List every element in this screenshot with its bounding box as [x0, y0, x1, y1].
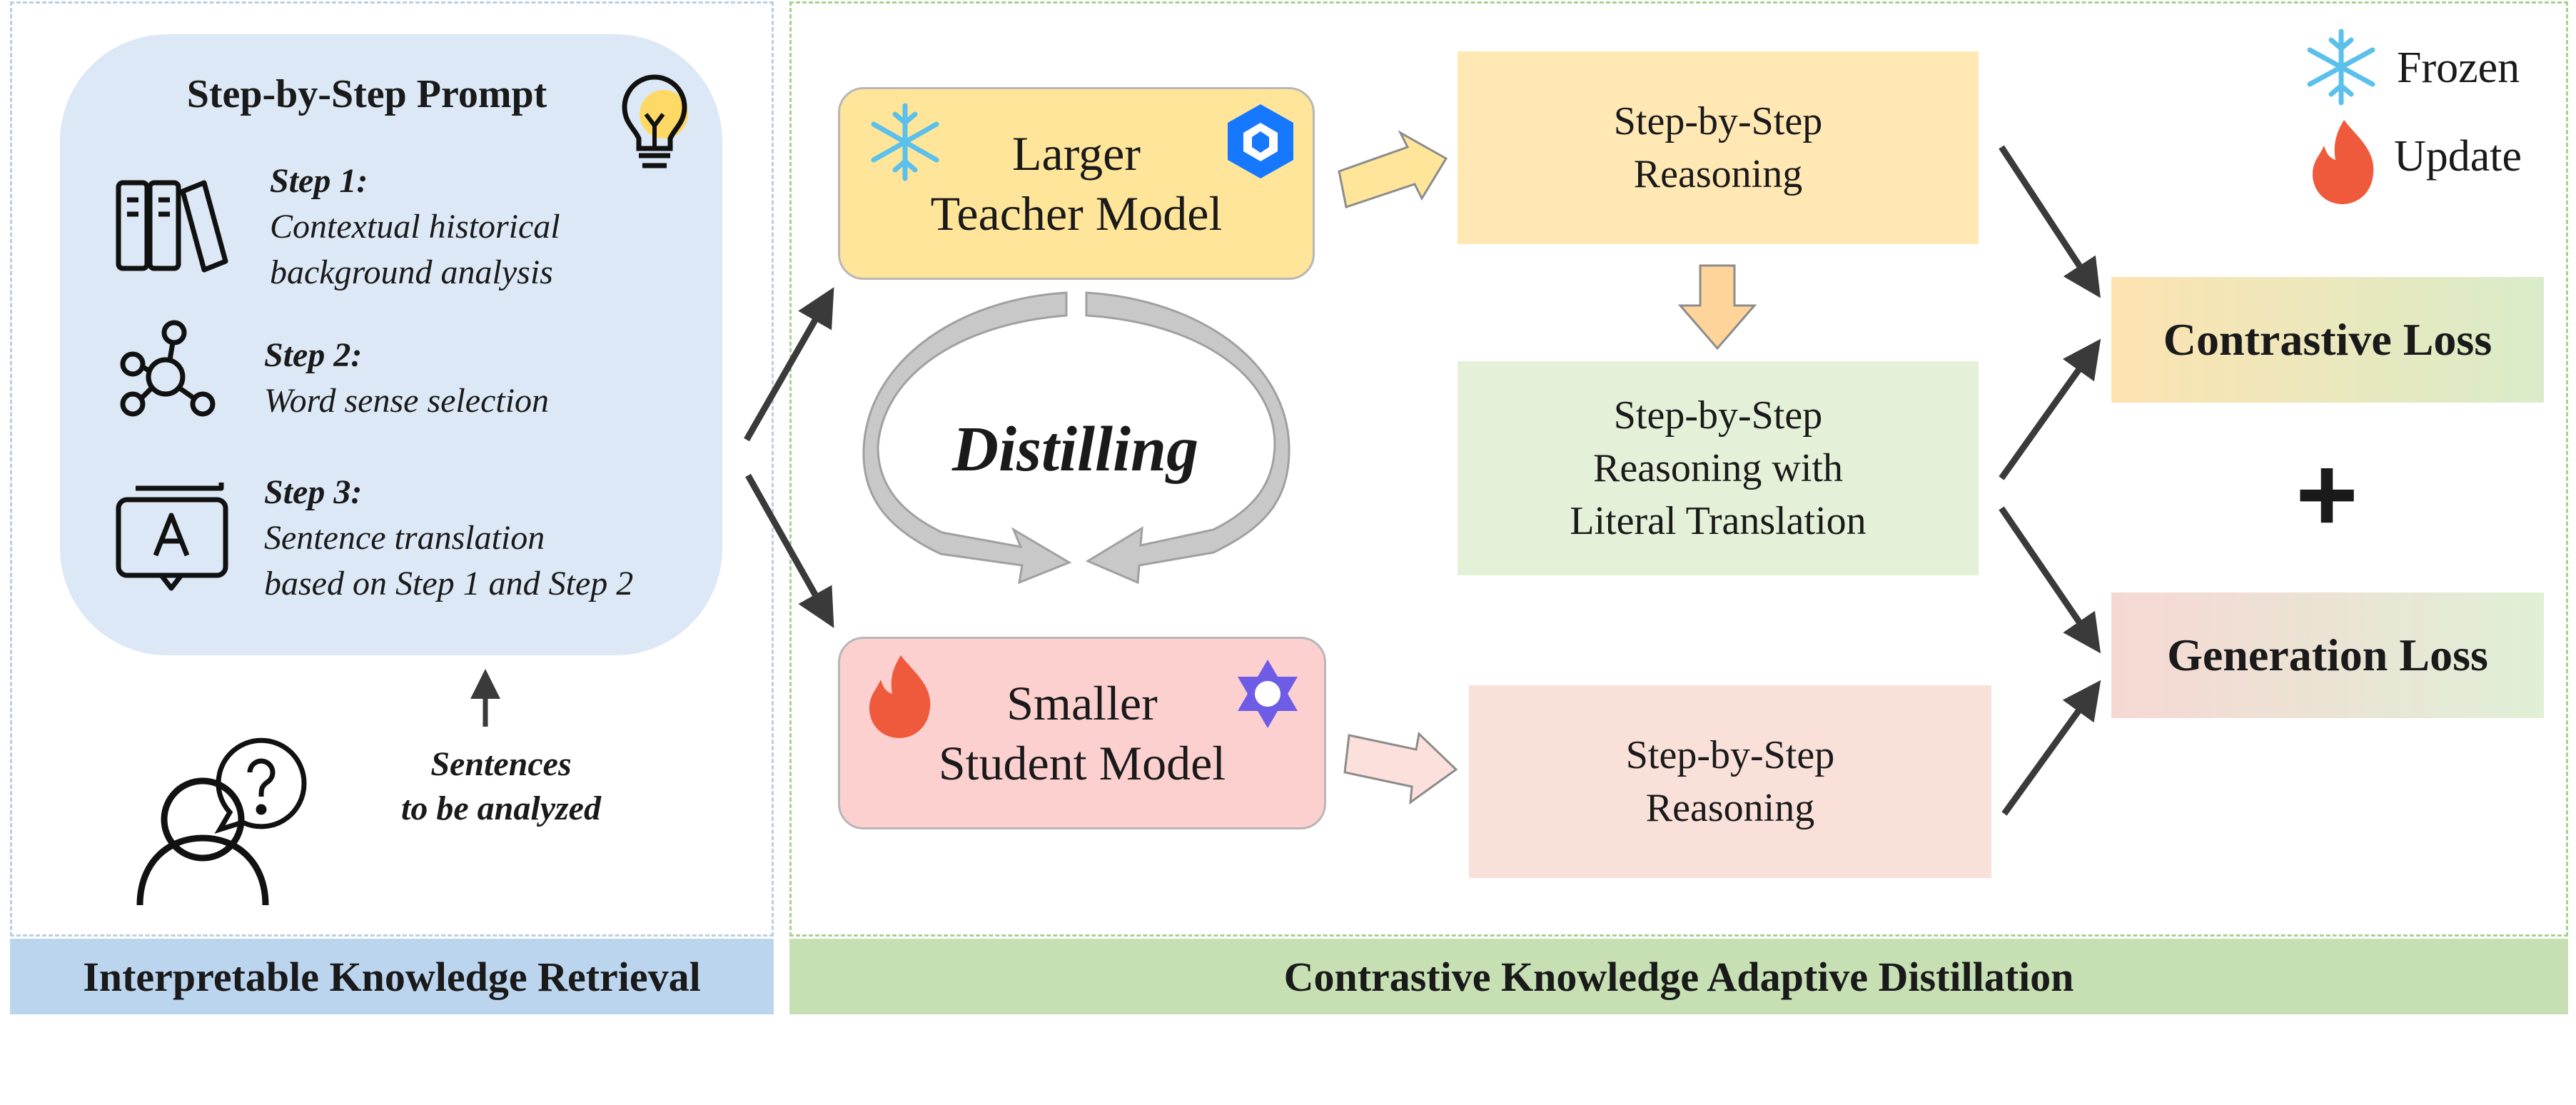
teacher-line-2: Teacher Model [930, 186, 1223, 241]
legend-update-label: Update [2394, 132, 2522, 181]
student-reasoning-line-1: Step-by-Step [1625, 733, 1835, 777]
teacher-reasoning-box: Step-by-Step Reasoning [1458, 51, 1979, 244]
literal-to-contrastive-arrow [1999, 338, 2101, 480]
teacher-to-reasoning-arrow [1338, 130, 1448, 208]
books-icon [116, 180, 228, 273]
lightbulb-icon [622, 74, 688, 168]
translate-icon [116, 483, 228, 591]
retrieval-footer: Interpretable Knowledge Retrieval [10, 939, 774, 1014]
distillation-footer: Contrastive Knowledge Adaptive Distillat… [789, 939, 2568, 1014]
literal-reasoning-line-1: Step-by-Step [1613, 393, 1823, 438]
query-line-1: Sentences [430, 745, 572, 783]
literal-reasoning-line-3: Literal Translation [1570, 499, 1867, 543]
step-1-title: Step 1: [270, 162, 368, 200]
literal-reasoning-box: Step-by-Step Reasoning with Literal Tran… [1458, 361, 1979, 575]
student-model-box: Smaller Student Model [838, 637, 1326, 829]
literal-to-generation-arrow [1999, 506, 2101, 654]
to-teacher-arrow [744, 287, 834, 442]
distilling-label: Distilling [952, 414, 1199, 485]
legend-fire-icon [2313, 120, 2374, 204]
step-2-title: Step 2: [264, 336, 363, 374]
step-3-line-1: Sentence translation [264, 519, 545, 557]
student-line-2: Student Model [938, 736, 1226, 790]
reasoning-down-arrow [1677, 264, 1757, 350]
fire-icon [869, 655, 931, 738]
teacher-model-logo-icon [1228, 104, 1293, 178]
distilling-cycle-icon [862, 291, 1290, 585]
plus-sign: + [2295, 434, 2358, 554]
step-2-line-1: Word sense selection [264, 382, 550, 420]
query-line-2: to be analyzed [401, 789, 601, 827]
literal-reasoning-line-2: Reasoning with [1593, 446, 1843, 490]
contrastive-loss-box: Contrastive Loss [2111, 277, 2544, 403]
student-reasoning-to-generation-arrow [2001, 680, 2101, 816]
student-model-logo-icon [1238, 660, 1298, 728]
retrieval-panel-border [10, 1, 774, 937]
question-bubble-icon [214, 737, 307, 834]
to-student-arrow [745, 473, 834, 628]
legend-frozen-label: Frozen [2397, 44, 2520, 92]
student-line-1: Smaller [1006, 676, 1158, 730]
reasoning-to-contrastive-arrow [1999, 145, 2101, 298]
teacher-reasoning-line-2: Reasoning [1633, 152, 1803, 196]
prompt-title: Step-by-Step Prompt [186, 72, 547, 116]
student-reasoning-box: Step-by-Step Reasoning [1469, 685, 1991, 878]
query-label: Sentences to be analyzed [373, 742, 630, 831]
snowflake-icon [871, 103, 939, 181]
student-reasoning-line-2: Reasoning [1645, 786, 1815, 830]
teacher-line-1: Larger [1012, 126, 1141, 181]
teacher-reasoning-line-1: Step-by-Step [1613, 99, 1823, 143]
step-3-title: Step 3: [264, 473, 363, 511]
network-icon [120, 320, 216, 417]
user-icon [136, 777, 269, 906]
distillation-panel-border [789, 1, 2568, 937]
generation-loss-box: Generation Loss [2111, 592, 2544, 718]
legend-snowflake-icon [2307, 29, 2375, 106]
step-1-line-1: Contextual historical [270, 208, 560, 246]
student-to-reasoning-arrow [1343, 731, 1458, 805]
step-3-line-2: based on Step 1 and Step 2 [264, 565, 634, 602]
step-1-line-2: background analysis [270, 253, 553, 291]
